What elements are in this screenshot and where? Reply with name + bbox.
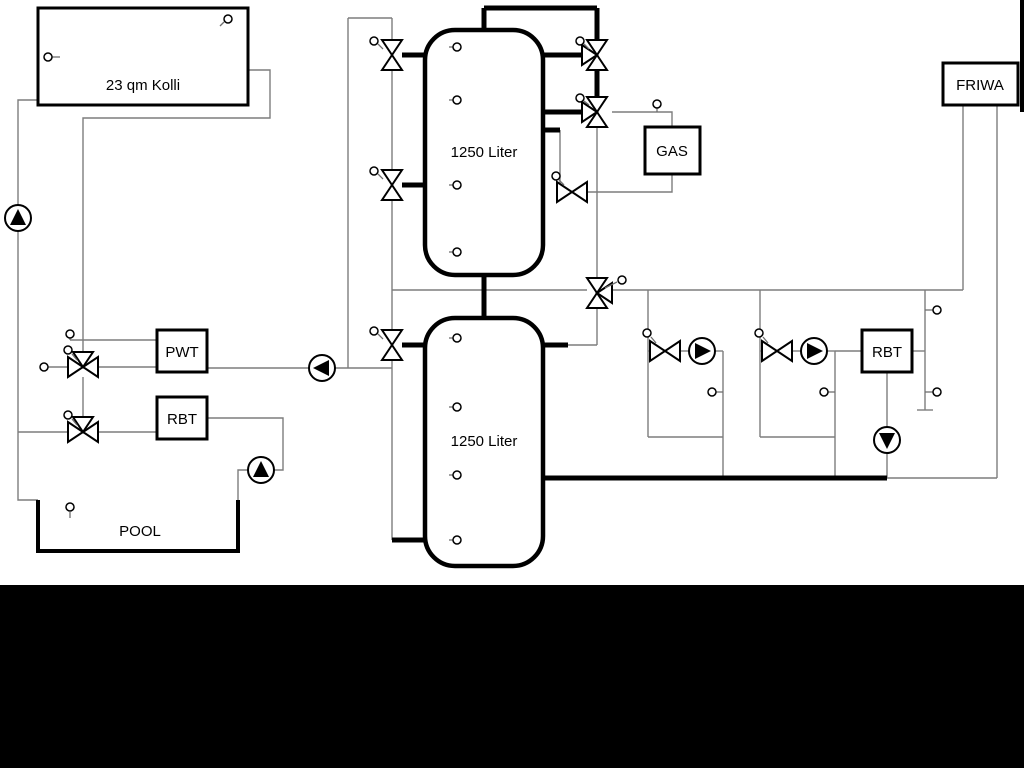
right-edge-black-mask <box>1020 0 1024 112</box>
rbt-right-label: RBT <box>872 344 902 361</box>
sensor-icon <box>819 387 835 397</box>
three-way-valve-icon <box>380 39 404 71</box>
three-way-valve-icon <box>585 277 613 309</box>
three-way-valve-icon <box>581 39 609 71</box>
buffer-tank-lower: 1250 Liter <box>422 315 546 569</box>
valve-actuator-icon <box>642 328 657 344</box>
valve-icon <box>761 339 793 363</box>
sensor-icon <box>449 95 462 105</box>
pool-label: POOL <box>119 523 161 540</box>
pwt-box: PWT <box>155 328 209 374</box>
pool-basin: POOL <box>36 500 240 553</box>
sensor-icon <box>43 52 60 62</box>
sensor-icon <box>39 362 49 372</box>
three-way-valve-icon <box>380 329 404 361</box>
sensor-icon <box>449 42 462 52</box>
sensor-icon <box>652 99 662 112</box>
valve-actuator-icon <box>551 171 565 186</box>
pump-icon <box>308 354 336 382</box>
three-way-valve-icon <box>581 96 609 128</box>
sensor-icon <box>65 502 75 518</box>
three-way-valve-icon <box>67 351 99 379</box>
sensor-icon <box>925 305 942 315</box>
sensor-icon <box>707 387 723 397</box>
pipes-thin <box>17 17 998 540</box>
gas-label: GAS <box>656 143 688 160</box>
solar-collector-box: 23 qm Kolli <box>36 6 250 107</box>
pump-icon <box>247 456 275 484</box>
sensor-icon <box>449 535 462 545</box>
tank-upper-label: 1250 Liter <box>451 144 518 161</box>
valve-actuator-icon <box>575 36 590 50</box>
diagram-canvas: 23 qm Kolli 1250 Liter 1250 Liter GAS FR… <box>4 5 1020 569</box>
sensor-icon <box>65 329 75 340</box>
tank-lower-label: 1250 Liter <box>451 433 518 450</box>
rbt-left-label: RBT <box>167 411 197 428</box>
valve-actuator-icon <box>604 275 627 289</box>
pump-icon <box>688 337 716 365</box>
valve-actuator-icon <box>63 410 78 426</box>
collector-label: 23 qm Kolli <box>106 77 180 94</box>
pwt-label: PWT <box>165 344 198 361</box>
valve-actuator-icon <box>754 328 769 344</box>
sensor-icon <box>449 402 462 412</box>
valve-actuator-icon <box>369 36 384 50</box>
valve-icon <box>649 339 681 363</box>
rbt-right-box: RBT <box>860 328 914 374</box>
valve-actuator-icon <box>369 326 384 340</box>
pump-icon <box>800 337 828 365</box>
friwa-box: FRIWA <box>941 61 1020 107</box>
rbt-left-box: RBT <box>155 395 209 441</box>
three-way-valve-icon <box>67 416 99 444</box>
sensor-icon <box>449 470 462 480</box>
valve-actuator-icon <box>63 345 78 361</box>
sensor-icon <box>925 387 942 397</box>
sensor-icon <box>449 333 462 343</box>
buffer-tank-upper: 1250 Liter <box>422 27 546 278</box>
sensor-icon <box>449 247 462 257</box>
valve-actuator-icon <box>369 166 384 180</box>
valve-icon <box>556 180 588 204</box>
pump-icon <box>4 204 32 232</box>
gas-boiler-box: GAS <box>643 125 702 176</box>
friwa-label: FRIWA <box>956 77 1004 94</box>
valve-actuator-icon <box>575 93 590 106</box>
pipes-thick <box>392 5 887 543</box>
three-way-valve-icon <box>380 169 404 201</box>
sensor-icon <box>449 180 462 190</box>
sensor-icon <box>219 14 233 27</box>
bottom-black-mask <box>0 585 1024 768</box>
pump-icon <box>873 426 901 454</box>
